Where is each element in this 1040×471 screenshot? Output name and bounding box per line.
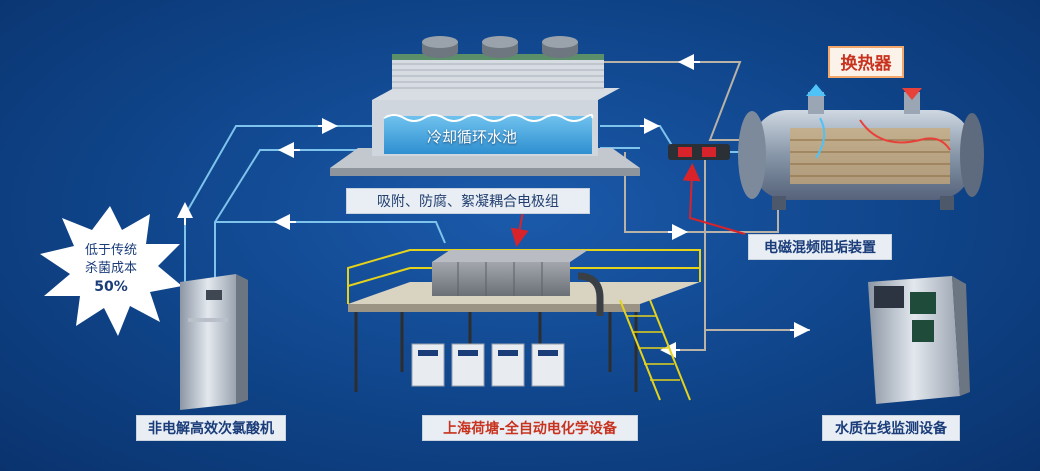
hypochlorite-machine bbox=[180, 274, 248, 410]
shanghai-hetang-label: 上海荷塘-全自动电化学设备 bbox=[422, 415, 638, 441]
emag-device-label: 电磁混频阻垢装置 bbox=[748, 234, 892, 260]
water-monitor-label: 水质在线监测设备 bbox=[822, 415, 960, 441]
flow-arrows bbox=[177, 54, 810, 358]
hypochlorite-machine-label: 非电解高效次氯酸机 bbox=[136, 415, 286, 441]
burst-value: 50% bbox=[94, 279, 128, 295]
emag-device bbox=[668, 144, 730, 160]
burst-line1: 低于传统 bbox=[84, 243, 137, 258]
cost-burst-shape bbox=[40, 206, 182, 336]
cooling-tower bbox=[330, 36, 640, 176]
burst-line2: 杀菌成本 bbox=[84, 261, 137, 276]
water-monitor-cabinet bbox=[868, 276, 970, 404]
cooling-pool-label: 冷却循环水池 bbox=[426, 128, 517, 146]
electrode-group-label: 吸附、防腐、絮凝耦合电极组 bbox=[346, 188, 590, 214]
heat-exchanger-label: 换热器 bbox=[828, 46, 904, 78]
heat-exchanger bbox=[738, 84, 984, 210]
cost-burst-text: 低于传统 杀菌成本 50% bbox=[66, 242, 156, 296]
electrochemical-platform bbox=[347, 249, 701, 401]
